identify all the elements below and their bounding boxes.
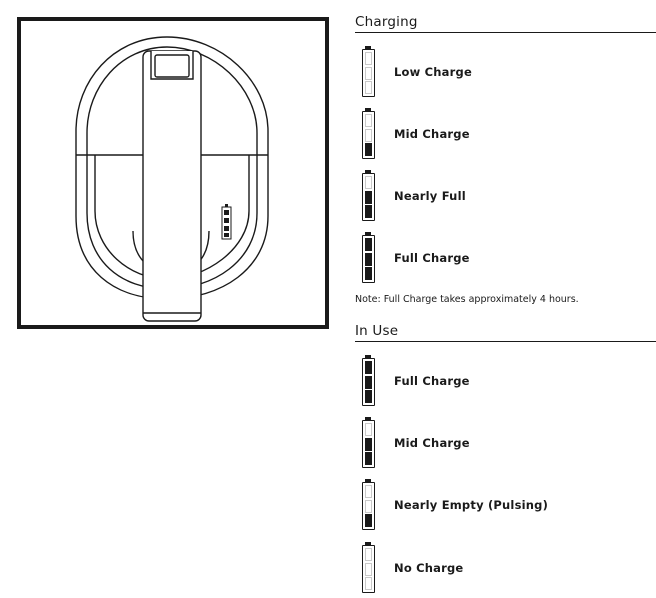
battery-segment-top (365, 548, 372, 561)
charging-row-low: Low Charge (360, 46, 656, 98)
battery-segment-top (365, 52, 372, 65)
battery-indicator-icon (360, 46, 378, 98)
charge-level-label: Full Charge (394, 374, 470, 388)
battery-segment-bottom (365, 514, 372, 527)
charge-level-label: No Charge (394, 561, 464, 575)
battery-segment-bottom (365, 452, 372, 465)
in-use-row-full: Full Charge (360, 355, 656, 407)
dock-battery-indicator-icon (221, 204, 232, 240)
battery-segment-bottom (365, 81, 372, 94)
charge-level-label: Nearly Full (394, 189, 466, 203)
battery-segment-top (365, 361, 372, 374)
battery-indicator-icon (360, 170, 378, 222)
battery-segment-middle (365, 499, 372, 513)
battery-segment-bottom (365, 390, 372, 403)
in-use-heading: In Use (355, 323, 399, 339)
charge-level-label: Mid Charge (394, 436, 470, 450)
charging-row-nearly-full: Nearly Full (360, 170, 656, 222)
charge-level-label: Mid Charge (394, 127, 470, 141)
battery-segment-bottom (365, 143, 372, 156)
device-illustration (17, 17, 329, 329)
battery-segment-bottom (365, 267, 372, 280)
charging-note: Note: Full Charge takes approximately 4 … (355, 294, 579, 305)
battery-segment-bottom (365, 205, 372, 218)
battery-segment-top (365, 176, 372, 189)
battery-indicator-icon (360, 108, 378, 160)
charge-level-label: Full Charge (394, 251, 470, 265)
charge-level-label: Nearly Empty (Pulsing) (394, 498, 549, 512)
battery-segment-middle (365, 375, 372, 389)
battery-segment-middle (365, 252, 372, 266)
charging-divider (355, 32, 656, 33)
charge-level-label: Low Charge (394, 65, 472, 79)
battery-segment-bottom (365, 577, 372, 590)
charging-heading: Charging (355, 14, 418, 30)
in-use-row-none: No Charge (360, 542, 656, 594)
battery-indicator-icon (360, 542, 378, 594)
battery-segment-top (365, 423, 372, 436)
battery-segment-middle (365, 190, 372, 204)
charging-dock-diagram (75, 36, 269, 322)
battery-segment-middle (365, 128, 372, 142)
battery-segment-middle (365, 437, 372, 451)
in-use-divider (355, 341, 656, 342)
charging-row-full: Full Charge (360, 232, 656, 284)
battery-indicator-icon (360, 417, 378, 469)
battery-indicator-icon (360, 232, 378, 284)
battery-segment-top (365, 114, 372, 127)
charging-row-mid: Mid Charge (360, 108, 656, 160)
battery-segment-middle (365, 66, 372, 80)
battery-indicator-icon (360, 355, 378, 407)
in-use-row-nearly-empty: Nearly Empty (Pulsing) (360, 479, 656, 531)
in-use-row-mid: Mid Charge (360, 417, 656, 469)
battery-segment-top (365, 485, 372, 498)
battery-segment-middle (365, 562, 372, 576)
battery-indicator-icon (360, 479, 378, 531)
battery-segment-top (365, 238, 372, 251)
